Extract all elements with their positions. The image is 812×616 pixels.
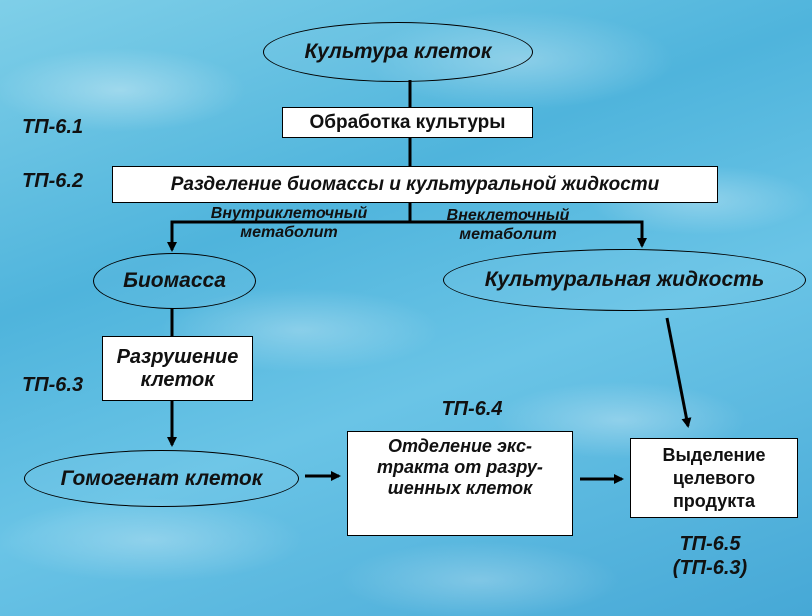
node-separation: Разделение биомассы и культуральной жидк…	[112, 166, 718, 203]
node-homogenate-label: Гомогенат клеток	[60, 466, 263, 490]
node-cell-culture-label: Культура клеток	[304, 40, 492, 63]
node-product-line3: продукта	[672, 490, 756, 511]
node-cell-disruption-line2: клеток	[140, 368, 215, 391]
stage-tag-tp64: ТП-6.4	[441, 398, 503, 420]
node-product-line1: Выделение	[662, 444, 766, 465]
label-extracellular-line1: Внеклеточный	[446, 207, 570, 224]
stage-tag-tp62: ТП-6.2	[22, 170, 84, 192]
node-separation-label: Разделение биомассы и культуральной жидк…	[170, 173, 660, 195]
node-homogenate: Гомогенат клеток	[24, 450, 299, 507]
node-cell-culture: Культура клеток	[263, 22, 533, 82]
node-culture-liquid-label: Культуральная жидкость	[484, 268, 765, 291]
node-biomass: Биомасса	[93, 253, 256, 309]
label-extracellular: Внеклеточный метаболит	[418, 206, 598, 244]
stage-tag-tp63: ТП-6.3	[22, 374, 84, 396]
node-culture-liquid: Культуральная жидкость	[443, 249, 806, 311]
node-extract-separation: Отделение экс- тракта от разру- шенных к…	[347, 431, 573, 536]
stage-tag-tp65-line1: ТП-6.5	[679, 533, 741, 555]
label-extracellular-line2: метаболит	[459, 226, 557, 243]
label-intracellular-line1: Внутриклеточный	[210, 205, 368, 222]
node-cell-disruption-line1: Разрушение	[116, 345, 239, 368]
node-extract-line2: тракта от разру-	[377, 457, 543, 477]
node-extract-line3: шенных клеток	[387, 478, 533, 498]
edge-split-liquid	[410, 220, 647, 248]
edge-liquid-product	[665, 317, 692, 428]
label-intracellular: Внутриклеточный метаболит	[182, 204, 396, 242]
stage-tag-tp61: ТП-6.1	[22, 116, 84, 138]
node-cell-disruption: Разрушение клеток	[102, 336, 253, 401]
stage-tag-tp65-line2: (ТП-6.3)	[672, 557, 748, 579]
stage-tag-tp65: ТП-6.5 (ТП-6.3)	[655, 532, 765, 580]
node-culture-processing: Обработка культуры	[282, 107, 533, 138]
label-intracellular-line2: метаболит	[240, 224, 338, 241]
edge-split-biomass	[167, 220, 410, 252]
node-product-isolation: Выделение целевого продукта	[630, 438, 798, 518]
node-culture-processing-label: Обработка культуры	[309, 111, 506, 133]
node-biomass-label: Биомасса	[123, 269, 226, 292]
node-product-line2: целевого	[672, 467, 756, 488]
node-extract-line1: Отделение экс-	[387, 436, 533, 456]
